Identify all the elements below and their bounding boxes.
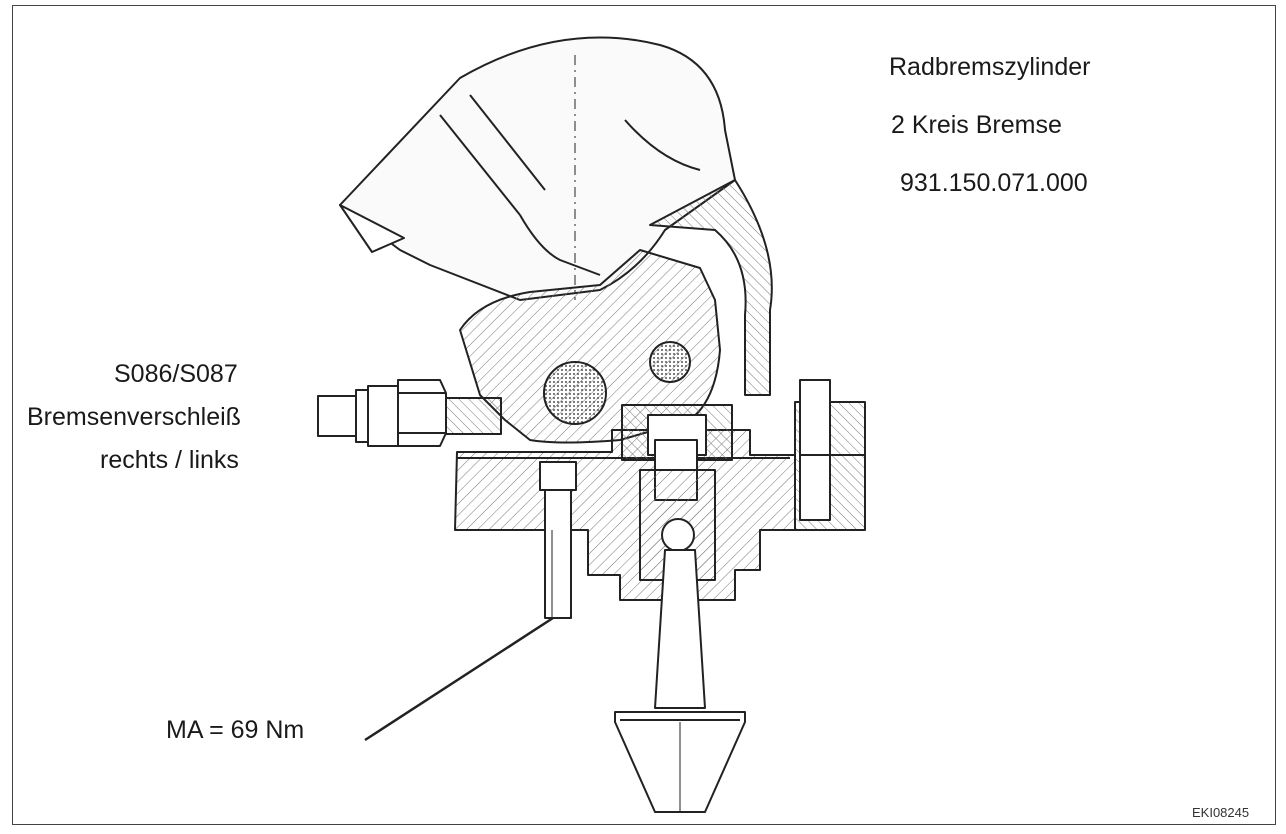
sensor-name: Bremsenverschleiß [27, 403, 241, 431]
wear-sensor-plug [317, 379, 502, 447]
cam-pin [649, 341, 691, 383]
torque-leader-line [364, 616, 554, 742]
sensor-code: S086/S087 [114, 360, 238, 388]
pivot-pin [543, 361, 607, 425]
part-number: 931.150.071.000 [900, 169, 1088, 197]
torque-label: MA = 69 Nm [166, 716, 305, 744]
mounting-bolt [539, 461, 577, 619]
sensor-side: rechts / links [100, 446, 239, 474]
mounting-block [794, 379, 866, 531]
push-rod [614, 549, 746, 813]
actuator-housing [339, 36, 736, 301]
diagram-title: Radbremszylinder [889, 53, 1091, 81]
guide-tube [649, 179, 773, 396]
figure-code: EKI08245 [1192, 805, 1250, 820]
lever-body [459, 249, 721, 444]
diagram-subtitle: 2 Kreis Bremse [891, 111, 1062, 139]
drawing-frame [12, 5, 1276, 825]
